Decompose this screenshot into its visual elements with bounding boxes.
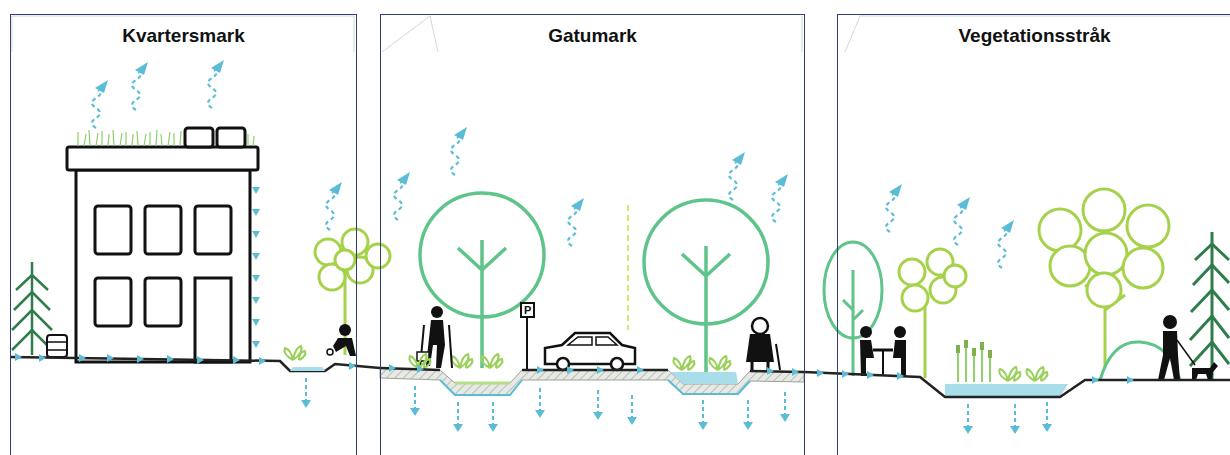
panel: Kvartersmark: [10, 14, 357, 455]
rain-barrel: [47, 335, 67, 357]
panel-heading: Gatumark: [381, 24, 804, 48]
pavement-layer: [380, 368, 804, 395]
panel-heading: Vegetationsstråk: [838, 24, 1230, 48]
bed-soil: [455, 382, 510, 385]
surface-flow: [15, 353, 1134, 384]
parking-sign: P: [520, 302, 535, 318]
people-at-table: [860, 326, 906, 376]
elderly-woman: [746, 318, 780, 370]
evaporation-arrows: [92, 60, 1014, 268]
header-tabs: [12, 16, 1230, 52]
car: [545, 333, 635, 370]
sign-pole: [526, 316, 528, 370]
person-with-dog: [1158, 315, 1218, 380]
panel-heading: Kvartersmark: [11, 24, 356, 48]
pond-water: [945, 384, 1068, 397]
bed-water: [670, 372, 738, 384]
ground-line: [10, 357, 1230, 397]
gardener: [327, 324, 356, 356]
reeds: [958, 340, 990, 382]
infiltration-arrows: [301, 378, 1052, 434]
deciduous-tree: [315, 229, 390, 355]
panel: Vegetationsstråk: [837, 14, 1230, 455]
street-surface: [380, 368, 804, 372]
street-tree: [420, 193, 768, 372]
green-roof: [78, 130, 254, 146]
facade-runoff: [252, 187, 260, 348]
panel: Gatumark: [380, 14, 805, 455]
light-ray: [627, 205, 629, 330]
building: [67, 128, 258, 362]
person-crutches: [417, 306, 452, 368]
vegetation-trees: [824, 189, 1229, 380]
bed-liner: [440, 380, 750, 395]
swale-water: [290, 367, 325, 371]
